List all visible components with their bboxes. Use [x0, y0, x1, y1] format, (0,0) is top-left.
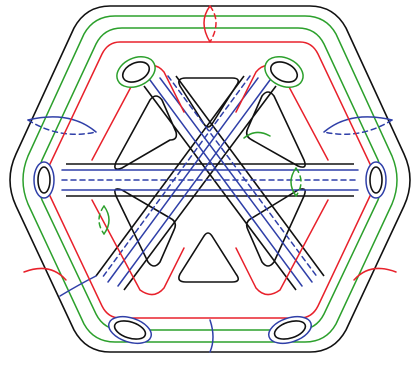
blue-anti-1	[118, 80, 270, 286]
boundary-hole-top-right	[260, 51, 308, 93]
boundary-hole-right	[366, 162, 386, 198]
red-meridian-top	[204, 6, 210, 42]
green-inner-curve	[38, 28, 382, 330]
band-outlines	[66, 76, 354, 290]
blue-meridian-right	[324, 117, 392, 132]
triangle-hole-top-left	[115, 96, 177, 169]
green-outer-curve	[23, 16, 397, 342]
triangle-hole-top-right	[247, 92, 305, 167]
triangle-hole-bottom	[179, 233, 238, 282]
blue-meridian-bottom	[210, 320, 213, 352]
blue-anti-3-dashed	[102, 76, 250, 278]
blue-curves	[28, 76, 392, 352]
boundary-holes	[34, 51, 386, 348]
triangle-hole-bottom-right	[247, 189, 305, 266]
blue-meridian-left	[28, 117, 96, 132]
green-meridian-right-back	[296, 168, 301, 196]
triangle-hole-bottom-left	[115, 189, 175, 266]
blue-diag-1	[150, 80, 302, 286]
hexagonal-surface-outline	[10, 6, 410, 352]
boundary-hole-left	[34, 162, 54, 198]
red-meridian-top-back	[210, 6, 216, 42]
boundary-hole-top-left	[112, 51, 160, 93]
blue-diag-3-dashed	[168, 76, 318, 278]
